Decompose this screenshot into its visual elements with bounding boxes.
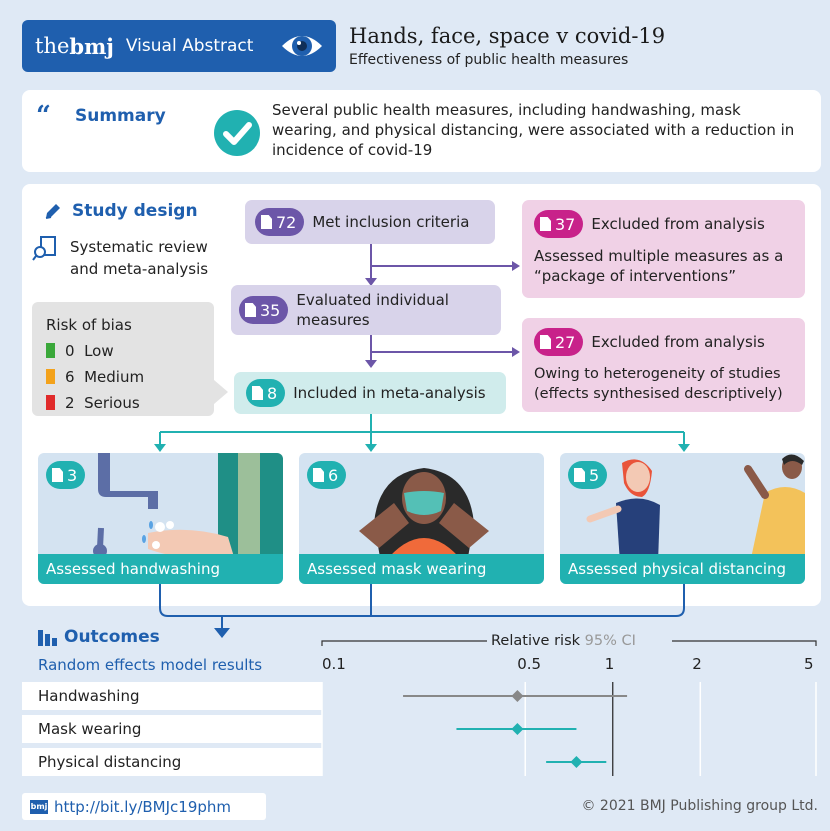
page-subtitle: Effectiveness of public health measures bbox=[349, 52, 629, 68]
excluded2-detail: Owing to heterogeneity of studies (effec… bbox=[534, 366, 783, 402]
tick-label-3: 2 bbox=[692, 655, 702, 673]
estimate-marker-2 bbox=[570, 756, 583, 768]
tick-label-4: 5 bbox=[804, 655, 814, 673]
row-bg-label-2 bbox=[22, 748, 322, 776]
bmj-mini-logo: bmj bbox=[30, 799, 48, 814]
copyright: © 2021 BMJ Publishing group Ltd. bbox=[581, 798, 818, 814]
risk-of-bias-title: Risk of bias bbox=[46, 316, 132, 334]
met-criteria-box: 72 Met inclusion criteria bbox=[245, 200, 495, 244]
included-label: Included in meta-analysis bbox=[293, 384, 486, 402]
summary-text: Several public health measures, includin… bbox=[272, 101, 795, 159]
study-method: Systematic review and meta-analysis bbox=[70, 238, 209, 278]
brand-bmj: bmj bbox=[69, 33, 114, 59]
brand-label: Visual Abstract bbox=[125, 36, 254, 56]
risk-serious: 2 Serious bbox=[46, 390, 214, 416]
document-icon bbox=[574, 468, 585, 482]
included-box: 8 Included in meta-analysis bbox=[234, 372, 506, 414]
brand-the: the bbox=[35, 34, 70, 58]
row-bg-label-0 bbox=[22, 682, 322, 710]
axis-bracket bbox=[321, 640, 817, 646]
bmj-link[interactable]: bmj http://bit.ly/BMJc19phm bbox=[22, 793, 266, 820]
document-icon bbox=[540, 335, 551, 349]
summary-heading: Summary bbox=[75, 106, 166, 126]
handwashing-count-badge: 3 bbox=[46, 461, 86, 489]
medium-marker bbox=[46, 369, 55, 384]
document-icon bbox=[313, 468, 324, 482]
evaluated-box: 35 Evaluated individual measures bbox=[231, 285, 501, 335]
axis-title: Relative risk 95% CI bbox=[491, 633, 636, 649]
page-title: Hands, face, space v covid-19 bbox=[349, 24, 666, 48]
study-design-heading: Study design bbox=[72, 201, 198, 221]
axis-title-text: Relative risk bbox=[491, 633, 581, 649]
tick-label-0: 0.1 bbox=[322, 655, 346, 673]
low-marker bbox=[46, 343, 55, 358]
mask-count-badge: 6 bbox=[307, 461, 347, 489]
document-icon bbox=[252, 386, 263, 400]
excluded-box-1: 37 Excluded from analysis Assessed multip… bbox=[522, 200, 805, 298]
bias-pointer bbox=[214, 380, 228, 404]
row-bg-label-1 bbox=[22, 715, 322, 743]
outcomes-heading: Outcomes bbox=[64, 627, 160, 647]
quote-icon: “ bbox=[36, 101, 51, 131]
search-document-icon bbox=[32, 236, 56, 261]
pencil-icon bbox=[45, 204, 60, 219]
included-count-badge: 8 bbox=[246, 379, 286, 407]
mask-card: 6 Assessed mask wearing bbox=[299, 453, 544, 584]
met-label: Met inclusion criteria bbox=[312, 213, 470, 231]
met-count-badge: 72 bbox=[255, 208, 305, 236]
excluded2-count-badge: 27 bbox=[534, 328, 584, 356]
distancing-illustration bbox=[586, 454, 805, 563]
excluded1-label: Excluded from analysis bbox=[591, 215, 765, 233]
ci-label: 95% CI bbox=[584, 633, 636, 649]
evaluated-count-badge: 35 bbox=[239, 296, 289, 324]
document-icon bbox=[540, 217, 551, 231]
handwashing-illustration bbox=[93, 453, 283, 563]
excluded1-detail: Assessed multiple measures as a “package… bbox=[534, 247, 784, 285]
excluded1-count-badge: 37 bbox=[534, 210, 584, 238]
evaluated-label: Evaluated individual measures bbox=[296, 291, 449, 329]
tick-label-1: 0.5 bbox=[517, 655, 542, 673]
serious-marker bbox=[46, 395, 55, 410]
risk-medium: 6 Medium bbox=[46, 364, 214, 390]
outcomes-subheading: Random effects model results bbox=[38, 656, 263, 674]
document-icon bbox=[52, 468, 63, 482]
document-icon bbox=[245, 303, 256, 317]
row-label-handwashing: Handwashing bbox=[38, 687, 140, 705]
distancing-count-badge: 5 bbox=[568, 461, 608, 489]
row-label-distancing: Physical distancing bbox=[38, 753, 182, 771]
row-label-mask: Mask wearing bbox=[38, 720, 142, 738]
distancing-card: 5 Assessed physical distancing bbox=[560, 453, 805, 584]
excluded-box-2: 27 Excluded from analysis Owing to hetero… bbox=[522, 318, 805, 412]
link-text[interactable]: http://bit.ly/BMJc19phm bbox=[54, 797, 232, 816]
handwashing-card: 3 Assessed handwashing bbox=[38, 453, 283, 584]
document-icon bbox=[261, 215, 272, 229]
handwashing-caption: Assessed handwashing bbox=[38, 554, 283, 584]
risk-low: 0 Low bbox=[46, 338, 214, 364]
summary-panel bbox=[22, 90, 821, 172]
mask-illustration bbox=[359, 468, 489, 563]
excluded2-label: Excluded from analysis bbox=[591, 333, 765, 351]
risk-of-bias-box: Risk of bias 0 Low 6 Medium 2 Serious bbox=[32, 302, 214, 416]
mask-caption: Assessed mask wearing bbox=[299, 554, 544, 584]
eye-icon bbox=[282, 36, 322, 56]
estimate-marker-1 bbox=[511, 723, 524, 735]
tick-label-2: 1 bbox=[604, 655, 615, 673]
bar-chart-icon bbox=[38, 630, 57, 646]
estimate-marker-0 bbox=[511, 690, 524, 702]
distancing-caption: Assessed physical distancing bbox=[560, 554, 805, 584]
check-icon bbox=[214, 110, 260, 156]
